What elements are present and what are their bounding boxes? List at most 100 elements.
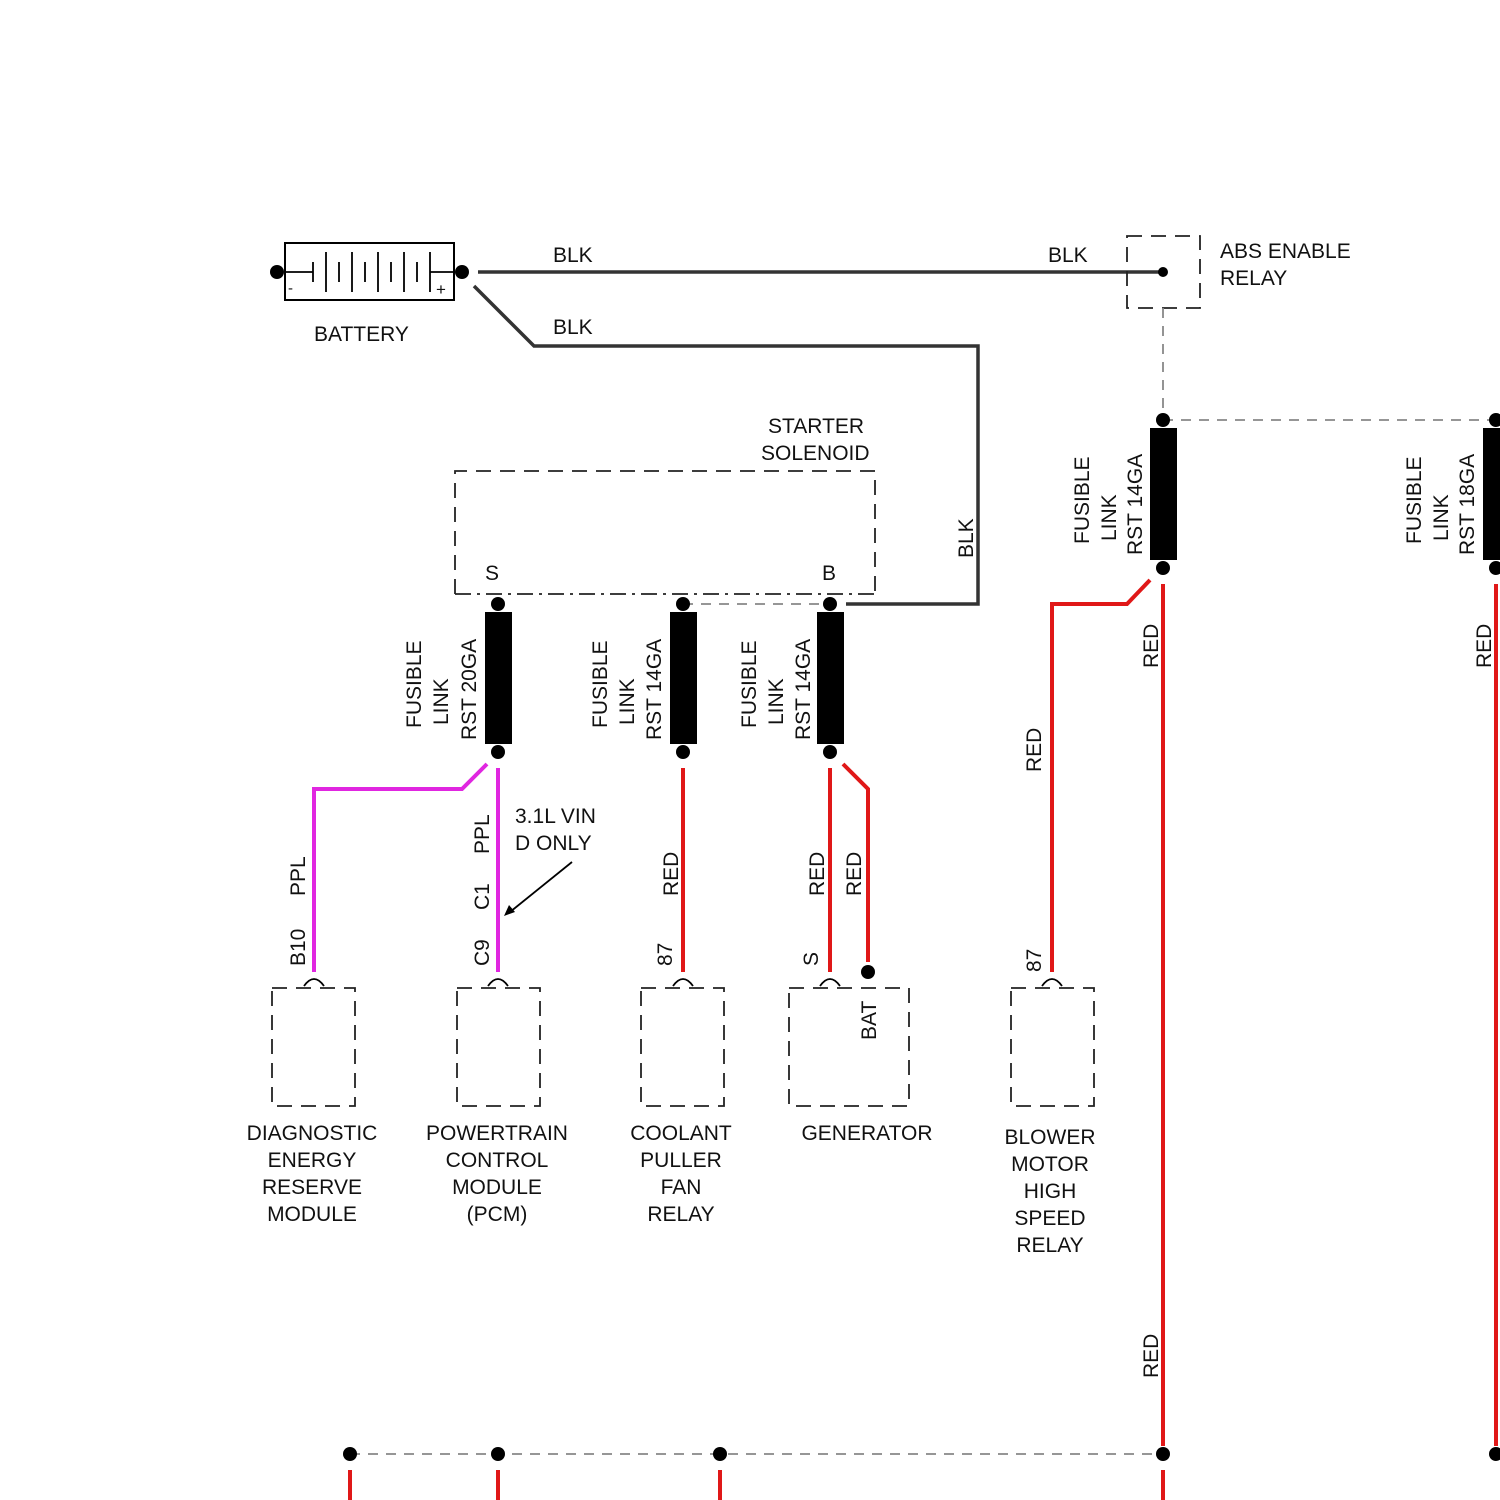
generator-label: GENERATOR bbox=[801, 1122, 932, 1145]
starter-s-terminal-dot bbox=[491, 597, 505, 611]
abs-relay-terminal bbox=[1158, 267, 1168, 277]
pcm-label-4: (PCM) bbox=[467, 1203, 528, 1226]
pin-87-fan: 87 bbox=[654, 943, 677, 966]
fusible-link-1-line1: FUSIBLE bbox=[403, 640, 426, 728]
wire-color-red-3: RED bbox=[843, 852, 866, 896]
fan-relay-label-2: PULLER bbox=[640, 1149, 722, 1172]
battery-positive-terminal bbox=[455, 265, 469, 279]
pin-gen-s: S bbox=[800, 952, 823, 966]
wire-color-red-5: RED bbox=[1023, 728, 1046, 772]
blower-label-5: RELAY bbox=[1016, 1234, 1083, 1257]
note-line-2: D ONLY bbox=[515, 832, 592, 855]
fusible-link-2-line2: LINK bbox=[616, 678, 639, 725]
fusible-link-5-line1: FUSIBLE bbox=[1403, 456, 1426, 544]
fusible-link-5-top-dot bbox=[1489, 413, 1500, 427]
blower-label-4: SPEED bbox=[1014, 1207, 1085, 1230]
fusible-link-2-line3: RST 14GA bbox=[643, 639, 666, 740]
fusible-link-3 bbox=[817, 612, 844, 744]
fusible-link-2-line1: FUSIBLE bbox=[589, 640, 612, 728]
gen-bat-terminal-dot bbox=[861, 965, 875, 979]
fusible-link-1-bottom-dot bbox=[491, 745, 505, 759]
generator-box bbox=[789, 979, 909, 1106]
starter-terminal-b: B bbox=[822, 562, 836, 585]
battery-symbol: - + bbox=[285, 243, 454, 300]
wire-color-red-2: RED bbox=[806, 852, 829, 896]
bottom-bus-node-2 bbox=[491, 1447, 505, 1461]
wire-color-blk-2: BLK bbox=[553, 316, 593, 339]
derm-label-2: ENERGY bbox=[268, 1149, 357, 1172]
ppl-wire-to-derm bbox=[314, 764, 487, 972]
fusible-link-4-line3: RST 14GA bbox=[1124, 454, 1147, 555]
note-arrow-line bbox=[510, 862, 572, 912]
pcm-label-3: MODULE bbox=[452, 1176, 542, 1199]
fusible-link-3-line2: LINK bbox=[765, 678, 788, 725]
blower-label-3: HIGH bbox=[1024, 1180, 1077, 1203]
wire-color-ppl-1: PPL bbox=[287, 856, 310, 896]
fusible-link-4-top-dot bbox=[1156, 413, 1170, 427]
fan-relay-box bbox=[641, 979, 724, 1106]
red-wire-to-blower-relay bbox=[1052, 580, 1150, 972]
pin-gen-bat: BAT bbox=[858, 1001, 881, 1040]
fusible-link-3-bottom-dot bbox=[823, 745, 837, 759]
battery-label: BATTERY bbox=[314, 323, 409, 346]
wire-color-blk-1: BLK bbox=[553, 244, 593, 267]
abs-relay-label-2: RELAY bbox=[1220, 267, 1287, 290]
bottom-bus-node-1 bbox=[343, 1447, 357, 1461]
starter-solenoid-box bbox=[455, 471, 875, 594]
bottom-bus-node-3 bbox=[713, 1447, 727, 1461]
fusible-link-3-line1: FUSIBLE bbox=[738, 640, 761, 728]
pin-c9: C9 bbox=[471, 939, 494, 966]
fusible-link-5 bbox=[1483, 428, 1500, 560]
fusible-link-4 bbox=[1150, 428, 1177, 560]
fusible-link-3-line3: RST 14GA bbox=[792, 639, 815, 740]
wire-color-red-7: RED bbox=[1473, 624, 1496, 668]
fusible-link-4-line2: LINK bbox=[1098, 494, 1121, 541]
wire-color-red-4: RED bbox=[1140, 624, 1163, 668]
pin-b10: B10 bbox=[287, 929, 310, 966]
fusible-link-1-line3: RST 20GA bbox=[458, 639, 481, 740]
starter-label-2: SOLENOID bbox=[761, 442, 870, 465]
derm-label-4: MODULE bbox=[267, 1203, 357, 1226]
blower-relay-box bbox=[1011, 979, 1094, 1106]
fusible-link-5-line3: RST 18GA bbox=[1456, 454, 1479, 555]
blk-wire-to-starter bbox=[474, 286, 978, 604]
starter-mid-terminal-dot bbox=[676, 597, 690, 611]
note-arrow-head bbox=[504, 905, 515, 916]
starter-label-1: STARTER bbox=[768, 415, 864, 438]
fan-relay-label-3: FAN bbox=[661, 1176, 702, 1199]
pin-87-blower: 87 bbox=[1023, 949, 1046, 972]
derm-label-3: RESERVE bbox=[262, 1176, 362, 1199]
fusible-link-2 bbox=[670, 612, 697, 744]
pcm-box bbox=[457, 979, 540, 1106]
starter-terminal-s: S bbox=[485, 562, 499, 585]
fusible-link-2-bottom-dot bbox=[676, 745, 690, 759]
fusible-link-5-line2: LINK bbox=[1430, 494, 1453, 541]
abs-relay-label-1: ABS ENABLE bbox=[1220, 240, 1351, 263]
battery-plus-sign: + bbox=[436, 280, 446, 299]
derm-label-1: DIAGNOSTIC bbox=[247, 1122, 378, 1145]
wire-color-ppl-2: PPL bbox=[471, 814, 494, 854]
fusible-link-1-line2: LINK bbox=[430, 678, 453, 725]
derm-box bbox=[272, 979, 355, 1106]
bottom-bus-node-4 bbox=[1156, 1447, 1170, 1461]
wire-color-red-1: RED bbox=[660, 852, 683, 896]
blower-label-1: BLOWER bbox=[1004, 1126, 1095, 1149]
wire-color-blk-4: BLK bbox=[955, 518, 978, 558]
fan-relay-label-1: COOLANT bbox=[630, 1122, 732, 1145]
bottom-bus-node-5 bbox=[1489, 1447, 1500, 1461]
battery-negative-terminal bbox=[270, 265, 284, 279]
fan-relay-label-4: RELAY bbox=[647, 1203, 714, 1226]
wire-color-blk-3: BLK bbox=[1048, 244, 1088, 267]
pin-c1: C1 bbox=[471, 883, 494, 910]
battery-minus-sign: - bbox=[288, 280, 293, 297]
pcm-label-1: POWERTRAIN bbox=[426, 1122, 568, 1145]
wire-color-red-6: RED bbox=[1140, 1334, 1163, 1378]
note-line-1: 3.1L VIN bbox=[515, 805, 596, 828]
fusible-link-4-line1: FUSIBLE bbox=[1071, 456, 1094, 544]
fusible-link-1 bbox=[485, 612, 512, 744]
fusible-link-5-bottom-dot bbox=[1489, 561, 1500, 575]
starter-b-terminal-dot bbox=[823, 597, 837, 611]
blower-label-2: MOTOR bbox=[1011, 1153, 1089, 1176]
fusible-link-4-bottom-dot bbox=[1156, 561, 1170, 575]
